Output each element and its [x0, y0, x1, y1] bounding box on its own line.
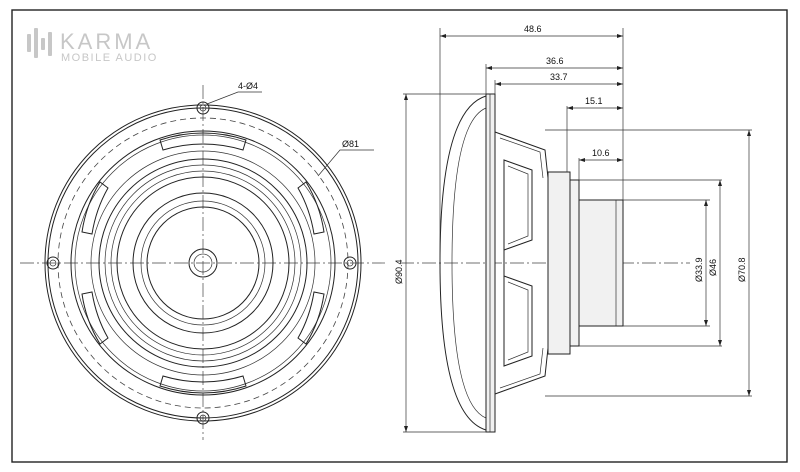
svg-text:10.6: 10.6	[592, 148, 610, 158]
svg-text:48.6: 48.6	[524, 24, 542, 34]
basket-slots	[81, 132, 325, 394]
dim-plate-depth: 10.6	[579, 148, 623, 162]
surround-ridge-1	[104, 164, 302, 362]
logo-subtitle: MOBILE AUDIO	[61, 52, 158, 64]
outer-rim-inner-edge	[47, 107, 359, 419]
mounting-flange	[485, 93, 496, 433]
cone-ridge	[140, 200, 266, 326]
cone-inner	[146, 206, 260, 320]
back-plate	[547, 171, 571, 355]
svg-text:Ø33.9: Ø33.9	[694, 257, 704, 282]
mount-holes-leader	[206, 91, 262, 105]
side-view: 48.6 36.6 33.7 15.1 10.6 Ø90.4	[394, 24, 752, 433]
svg-text:33.7: 33.7	[550, 72, 568, 82]
surround-inner	[116, 176, 290, 350]
logo-brand: KARMA	[60, 29, 153, 54]
dim-backplate-diameter: Ø46	[708, 180, 722, 346]
karma-logo: KARMA MOBILE AUDIO	[27, 28, 158, 64]
flange-inner-edge	[70, 130, 336, 396]
svg-text:Ø46: Ø46	[708, 259, 718, 276]
drawing-frame	[11, 9, 788, 463]
bolt-circle-label: Ø81	[342, 139, 359, 149]
dim-magnet-diameter: Ø33.9	[694, 200, 708, 326]
svg-text:36.6: 36.6	[546, 56, 564, 66]
front-view: 4-Ø4 Ø81	[20, 81, 385, 440]
basket-window-bottom	[503, 275, 533, 367]
dust-cap	[188, 248, 218, 278]
dust-cap-center	[193, 253, 213, 273]
dim-magnet-depth: 15.1	[567, 96, 623, 110]
dim-basket-depth: 36.6	[486, 56, 623, 70]
cone-outer	[132, 192, 274, 334]
cone-dome-inner	[451, 107, 487, 419]
dim-overall-depth: 48.6	[440, 24, 623, 38]
mounting-holes	[46, 101, 357, 425]
dim-cutout-diameter: Ø70.8	[737, 130, 751, 396]
rear-cover	[578, 199, 624, 327]
svg-text:Ø90.4: Ø90.4	[394, 259, 404, 284]
bolt-circle	[57, 117, 349, 409]
basket-ring-outer	[74, 134, 332, 392]
surround-ridge-2	[110, 170, 296, 356]
svg-text:Ø70.8: Ø70.8	[737, 257, 747, 282]
dim-frame-depth: 33.7	[495, 72, 623, 86]
magnet	[569, 179, 580, 347]
karma-logo-icon	[27, 28, 52, 58]
basket-ring-inner	[90, 150, 316, 376]
svg-text:15.1: 15.1	[585, 96, 603, 106]
dim-outer-diameter: Ø90.4	[394, 94, 408, 432]
bolt-circle-leader	[317, 149, 374, 177]
surround-outer	[98, 158, 308, 368]
mount-holes-label: 4-Ø4	[238, 81, 258, 91]
basket-window-top	[503, 159, 533, 251]
